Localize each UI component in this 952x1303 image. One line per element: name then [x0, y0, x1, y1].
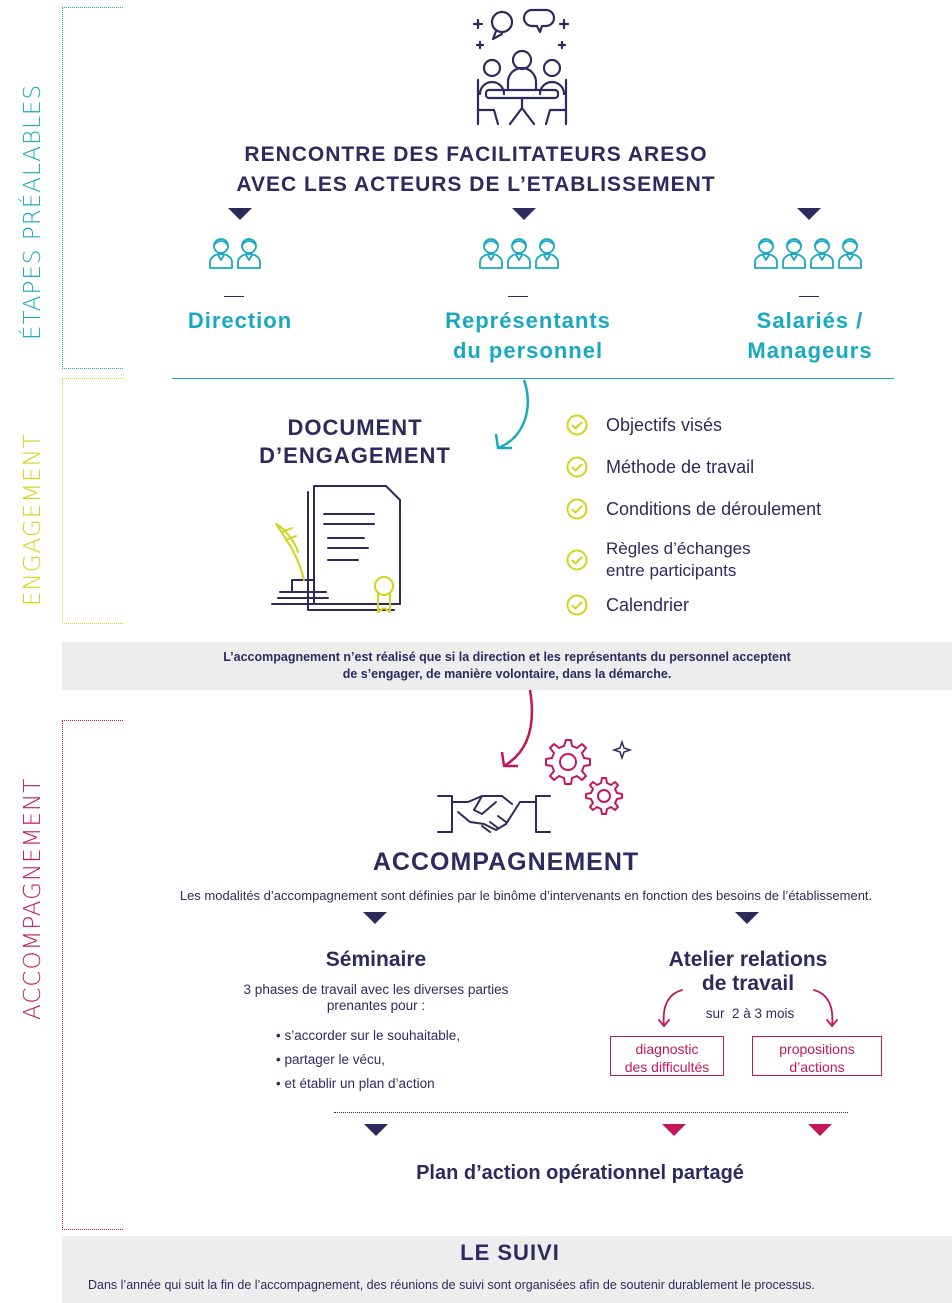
handshake-icon	[437, 795, 551, 833]
checklist-item: Règles d’échanges entre participants	[566, 538, 751, 582]
person-icon	[781, 236, 807, 275]
checklist-label: Méthode de travail	[606, 457, 755, 477]
atelier-duration: sur 2 à 3 mois	[705, 1006, 795, 1021]
atelier-box-diagnostic: diagnostic des difficultés	[610, 1036, 724, 1076]
arrow-down-icon	[808, 1124, 832, 1136]
bracket-prealables	[62, 7, 123, 369]
seminaire-title: Séminaire	[325, 948, 427, 971]
actor-label: Salariés /	[756, 308, 864, 333]
arrow-down-icon	[512, 208, 536, 220]
document-icon	[271, 485, 401, 613]
checklist-label: Calendrier	[606, 595, 690, 615]
engagement-title: DOCUMENT D’ENGAGEMENT	[230, 414, 480, 470]
check-icon	[566, 549, 588, 571]
person-icon	[506, 236, 532, 275]
checklist-item: Objectifs visés	[566, 414, 722, 436]
accompagnement-title: ACCOMPAGNEMENT	[372, 848, 640, 876]
checklist-item: Calendrier	[566, 594, 689, 616]
section-divider	[172, 378, 894, 379]
bullet-item: • partager le vécu,	[276, 1052, 386, 1067]
notice-line2: de s’engager, de manière volontaire, dan…	[342, 667, 672, 681]
seminaire-intro-line2: prenantes pour :	[326, 998, 426, 1013]
bullet-item: • et établir un plan d’action	[276, 1076, 435, 1091]
engagement-title-line2: D’ENGAGEMENT	[259, 443, 451, 468]
box-line: propositions	[779, 1041, 855, 1057]
bullet-item: • s’accorder sur le souhaitable,	[276, 1028, 461, 1043]
meeting-icon	[472, 8, 570, 126]
checklist-item: Conditions de déroulement	[566, 498, 821, 520]
check-icon	[566, 414, 588, 436]
notice-line1: L’accompagnement n’est réalisé que si la…	[223, 650, 791, 664]
suivi-band	[62, 1236, 952, 1303]
side-label-prealables: ÉTAPES PRÉALABLES	[20, 83, 46, 340]
meeting-title-line2: AVEC LES ACTEURS DE L’ETABLISSEMENT	[236, 173, 716, 196]
side-label-accompagnement: ACCOMPAGNEMENT	[20, 777, 46, 1020]
checklist-item: Méthode de travail	[566, 456, 754, 478]
seminaire-intro: 3 phases de travail avec les diverses pa…	[220, 982, 532, 1014]
curved-arrow-icon	[500, 690, 534, 768]
box-line: diagnostic	[635, 1041, 699, 1057]
people-group	[753, 236, 863, 275]
gears-icon	[545, 739, 633, 815]
actor-label: Représentants	[445, 308, 611, 333]
divider	[508, 296, 528, 297]
atelier-title-line1: Atelier relations	[668, 948, 828, 971]
seminaire-bullets: • s’accorder sur le souhaitable, • parta…	[276, 1024, 460, 1096]
person-icon	[478, 236, 504, 275]
checklist-label: Objectifs visés	[606, 415, 723, 435]
arrow-down-icon	[662, 1124, 686, 1136]
arrow-down-icon	[735, 912, 759, 924]
box-line: des difficultés	[624, 1059, 710, 1075]
plan-action: Plan d’action opérationnel partagé	[416, 1162, 744, 1184]
meeting-title: RENCONTRE DES FACILITATEURS ARESO AVEC L…	[172, 140, 780, 200]
divider	[224, 296, 244, 297]
person-icon	[837, 236, 863, 275]
suivi-text: Dans l’année qui suit la fin de l’accomp…	[88, 1278, 815, 1292]
bracket-engagement	[62, 378, 123, 624]
actor-label: du personnel	[452, 338, 604, 363]
arrow-down-icon	[363, 912, 387, 924]
engagement-title-line1: DOCUMENT	[287, 415, 423, 440]
convergence-line	[334, 1112, 848, 1113]
side-label-engagement: ENGAGEMENT	[20, 433, 46, 606]
checklist-label: Conditions de déroulement	[606, 499, 822, 519]
arrow-down-icon	[797, 208, 821, 220]
atelier-box-propositions: propositions d’actions	[752, 1036, 882, 1076]
accompagnement-description: Les modalités d’accompagnement sont défi…	[179, 888, 873, 903]
atelier-title-line2: de travail	[701, 972, 795, 995]
person-icon	[809, 236, 835, 275]
people-group	[478, 236, 560, 275]
box-line: d’actions	[789, 1059, 845, 1075]
sparkle-icon	[611, 739, 633, 761]
person-icon	[208, 236, 234, 275]
checklist-label: Règles d’échanges	[606, 539, 751, 558]
check-icon	[566, 456, 588, 478]
arrow-down-icon	[364, 1124, 388, 1136]
check-icon	[566, 594, 588, 616]
actor-representants: Représentants du personnel	[414, 306, 642, 366]
actor-salaries: Salariés / Manageurs	[710, 306, 910, 366]
divider	[799, 296, 819, 297]
bracket-accompagnement	[62, 720, 123, 1230]
checklist-label: entre participants	[606, 561, 737, 580]
check-icon	[566, 498, 588, 520]
split-arrows-icon	[658, 989, 838, 1027]
atelier-title: Atelier relations de travail	[628, 948, 868, 996]
person-icon	[534, 236, 560, 275]
suivi-title: LE SUIVI	[460, 1240, 560, 1265]
arrow-down-icon	[228, 208, 252, 220]
person-icon	[753, 236, 779, 275]
seminaire-intro-line1: 3 phases de travail avec les diverses pa…	[243, 982, 509, 997]
curved-arrow-icon	[494, 379, 529, 450]
actor-label: Direction	[187, 308, 293, 333]
notice-band: L’accompagnement n’est réalisé que si la…	[62, 642, 952, 690]
person-icon	[236, 236, 262, 275]
actor-direction: Direction	[140, 306, 340, 336]
people-group	[208, 236, 262, 275]
actor-label: Manageurs	[747, 338, 873, 363]
meeting-title-line1: RENCONTRE DES FACILITATEURS ARESO	[244, 143, 708, 166]
